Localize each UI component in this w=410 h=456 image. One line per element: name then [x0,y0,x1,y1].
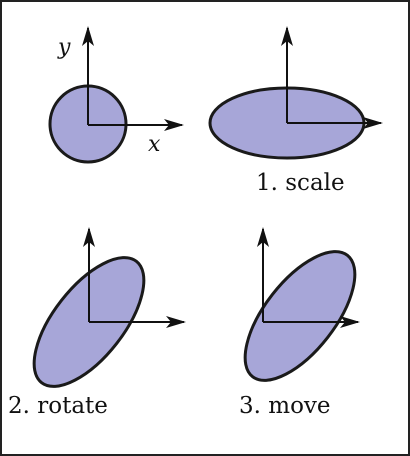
step-scale-label: 1. scale [256,170,345,196]
panel-scale: 1. scale [208,26,383,196]
moved-ellipse [243,250,357,382]
panel-rotate: 2. rotate [8,227,186,419]
y-axis-label: y [57,35,71,60]
step-move-label: 3. move [239,393,331,419]
panel-original: y x [48,26,184,164]
step-rotate-label: 2. rotate [8,393,108,419]
panel-move: 3. move [239,227,360,419]
x-axis-label: x [148,132,161,157]
